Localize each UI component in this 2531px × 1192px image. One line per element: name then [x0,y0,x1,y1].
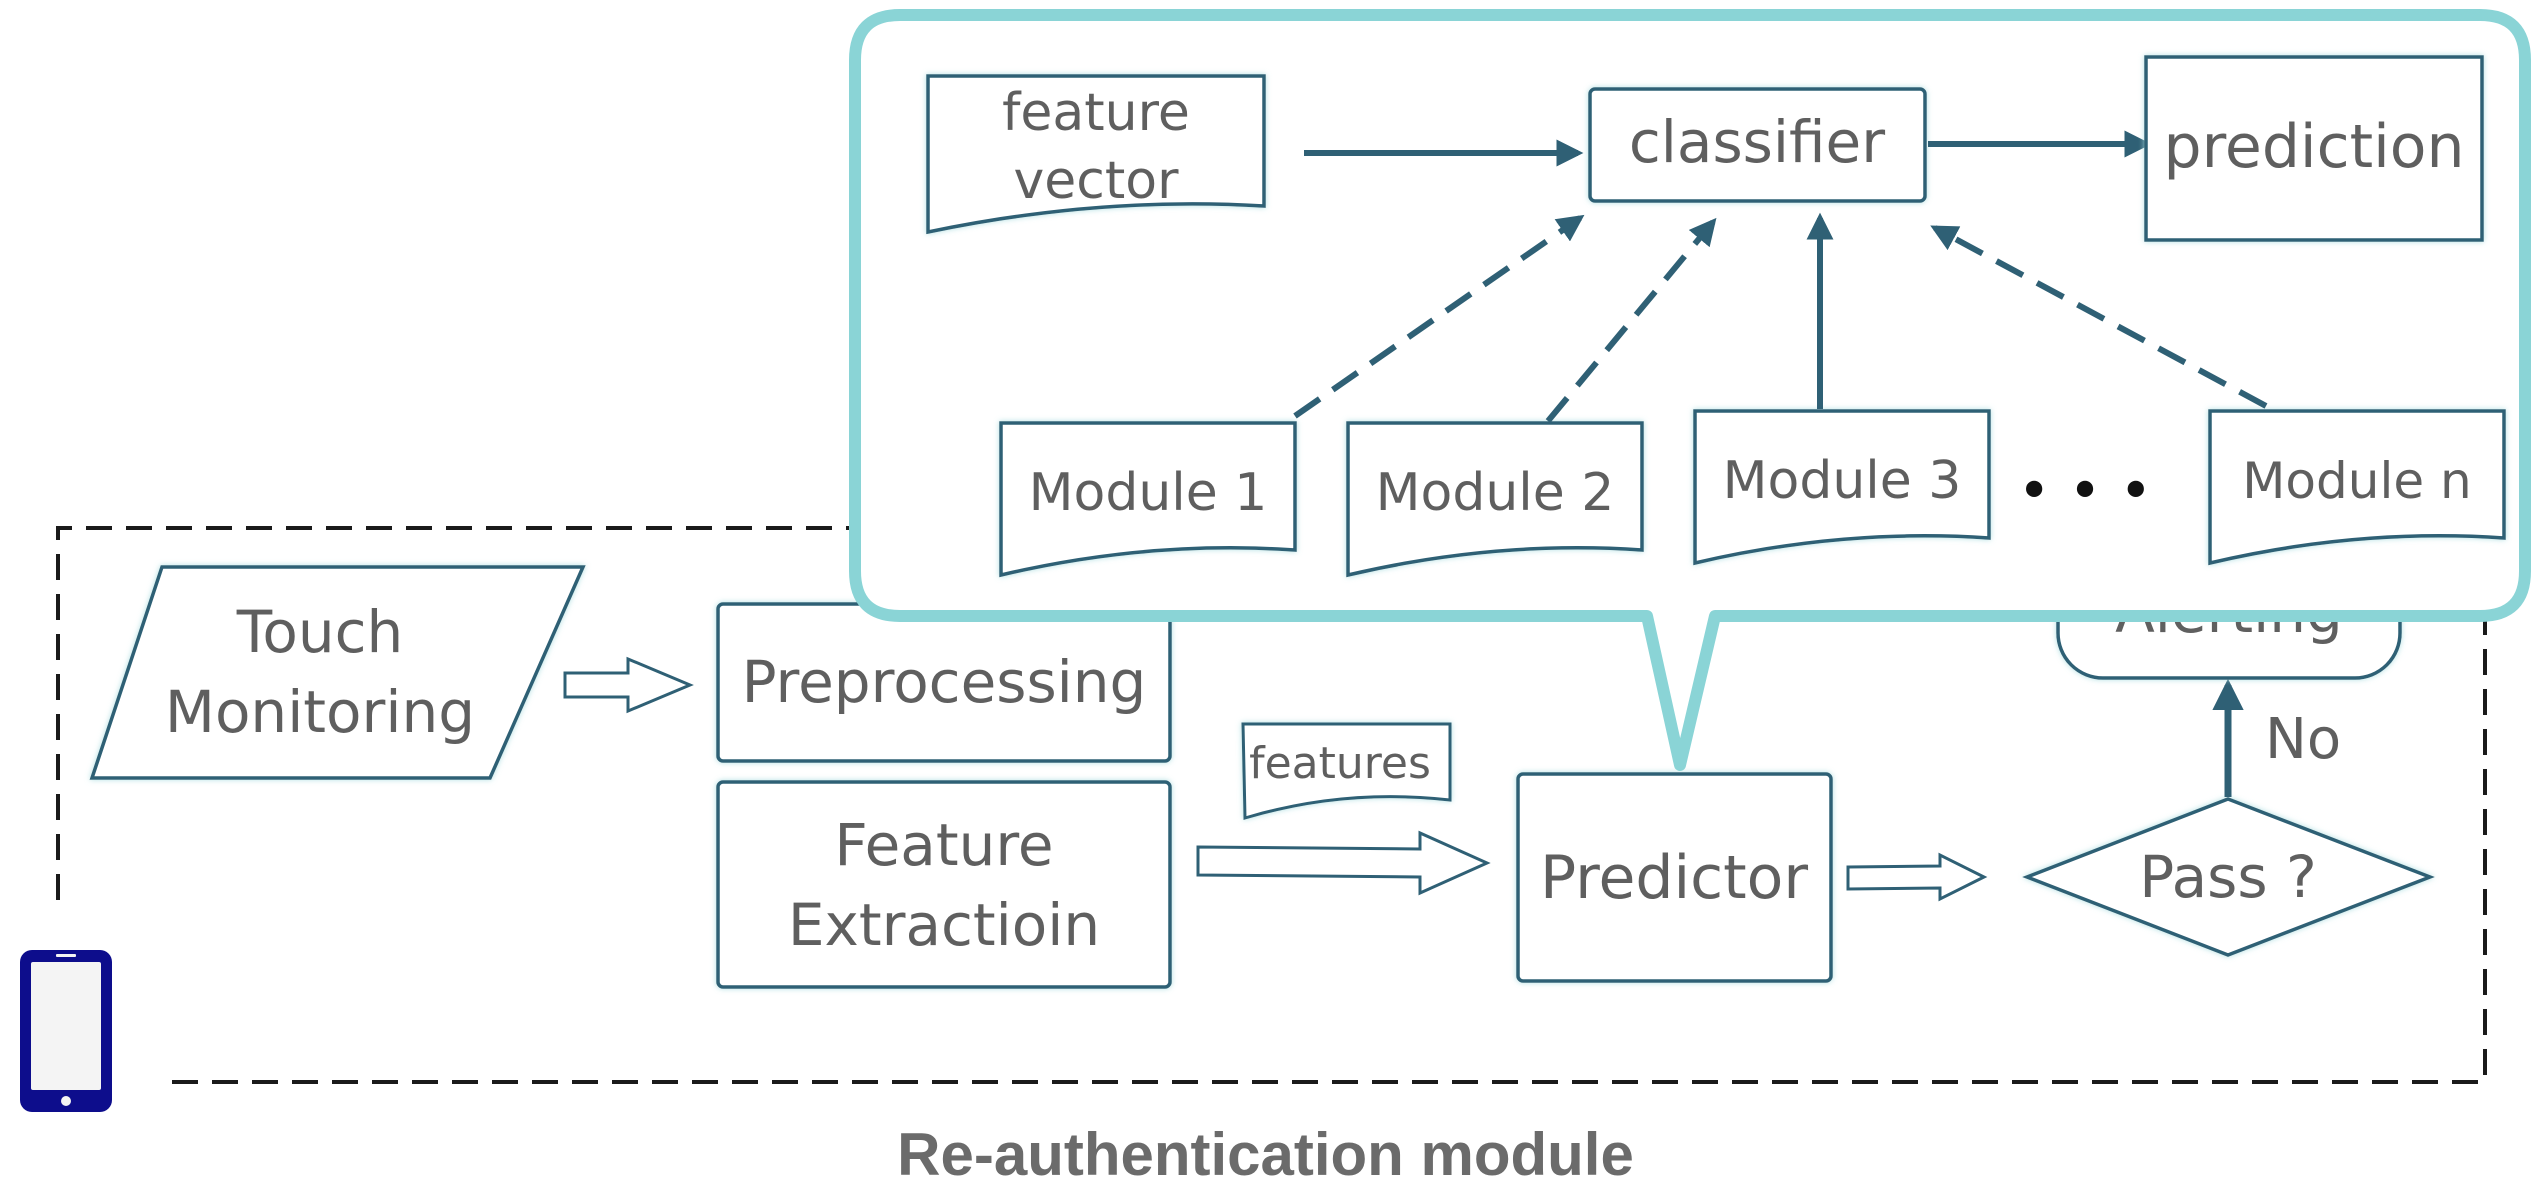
module-2-document: Module 2 [1346,421,1644,578]
feature-vector-label-2: vector [1014,151,1180,211]
arrow-modulen-to-classifier [1930,225,2268,409]
touch-monitoring-node: Touch Monitoring [89,565,586,780]
module-boundary [56,526,2487,1084]
features-label: features [1249,738,1431,789]
module-1-label: Module 1 [1029,463,1268,523]
preprocessing-label: Preprocessing [742,648,1147,716]
module-3-label: Module 3 [1723,451,1962,511]
feature-extraction-label-1: Feature [834,811,1053,879]
predictor-node: Predictor [1516,772,1833,983]
arrow-predictor-to-pass [1846,852,1988,902]
ellipsis-label: • • • [2018,459,2153,524]
arrow-touch-to-preprocessing [563,656,694,714]
module-2-label: Module 2 [1376,463,1615,523]
no-label: No [2265,707,2341,772]
touch-label-2: Monitoring [165,678,475,746]
touch-label-1: Touch [236,598,403,666]
prediction-node: prediction [2144,55,2484,242]
predictor-label: Predictor [1540,843,1808,913]
pass-decision: Pass ? [2022,797,2435,957]
preprocessing-node: Preprocessing [716,602,1172,763]
feature-extraction-label-2: Extractioin [788,891,1100,959]
features-document: features [1241,722,1452,821]
feature-vector-label-1: feature [1002,83,1190,143]
classifier-callout [849,9,2531,771]
arrow-extraction-to-predictor [1196,830,1491,896]
diagram-caption: Re-authentication module [897,1121,1634,1188]
module-n-document: Module n [2208,409,2506,566]
pass-label: Pass ? [2139,843,2317,911]
classifier-label: classifier [1629,108,1885,176]
arrow-module1-to-classifier [1293,214,1585,419]
feature-extraction-node: Feature Extractioin [716,780,1172,989]
smartphone-icon [20,950,112,1112]
module-3-document: Module 3 [1693,409,1991,566]
classifier-node: classifier [1588,87,1927,203]
feature-vector-document: feature vector [926,74,1266,235]
module-1-document: Module 1 [999,421,1297,578]
module-n-label: Module n [2242,452,2471,510]
prediction-label: prediction [2163,112,2464,182]
